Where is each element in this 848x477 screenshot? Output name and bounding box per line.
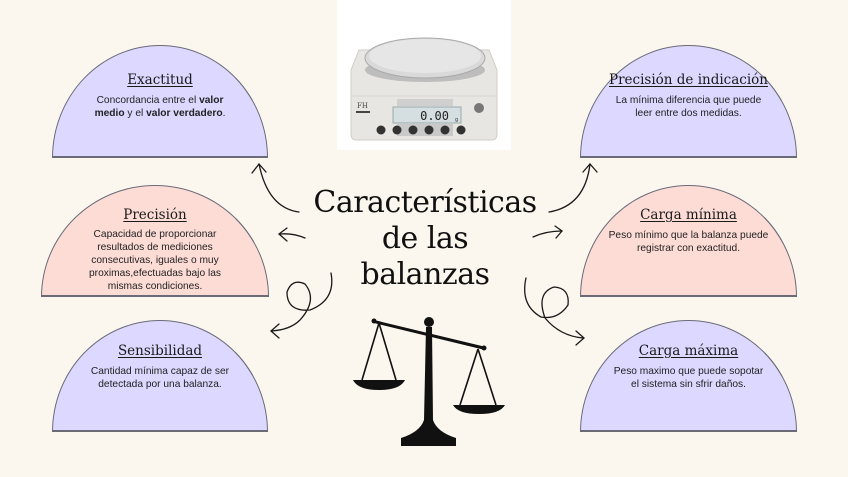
card-heading: Carga mínima — [640, 207, 737, 223]
card-heading: Precisión de indicación — [609, 72, 768, 88]
curved-arrow-icon — [277, 227, 306, 242]
curved-arrow-icon — [548, 163, 598, 213]
digital-balance-photo: 0.00 g FH — [337, 0, 511, 150]
card-heading: Exactitud — [127, 72, 193, 88]
loop-arrow-icon — [270, 272, 333, 339]
digital-balance-illustration: 0.00 g FH — [337, 0, 511, 150]
title-line-3: balanzas — [360, 257, 490, 292]
main-title: Características de las balanzas — [300, 185, 550, 293]
card-description: Concordancia entre el valor medio y el v… — [94, 95, 226, 119]
card-description: Cantidad mínima capaz de ser detectada p… — [90, 366, 230, 390]
title-line-1: Características — [313, 185, 537, 220]
svg-text:0.00: 0.00 — [420, 109, 449, 123]
card-heading: Carga máxima — [638, 343, 739, 359]
card-description: Peso maximo que puede sopotar el sistema… — [613, 366, 764, 390]
title-line-2: de las — [381, 221, 469, 256]
card-heading: Precisión — [123, 207, 187, 223]
curved-arrow-icon — [251, 162, 300, 213]
svg-text:g: g — [455, 117, 458, 123]
curved-arrow-icon — [532, 225, 563, 239]
card-description: Peso mínimo que la balanza puede registr… — [608, 230, 769, 254]
card-description: La mínima diferencia que puede leer entr… — [615, 95, 762, 119]
loop-arrow-icon — [524, 277, 585, 346]
svg-text:FH: FH — [357, 102, 368, 110]
card-description: Capacidad de proporcionar resultados de … — [89, 229, 221, 292]
card-heading: Sensibilidad — [117, 343, 203, 359]
